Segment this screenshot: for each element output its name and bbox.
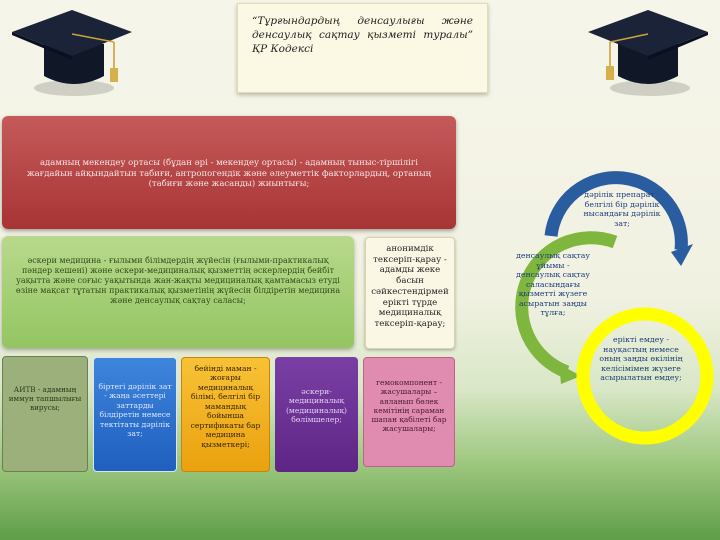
definition-box-military-units: әскери-медициналық (медициналық) бөлімше… — [275, 357, 358, 472]
definition-text: анонимдік тексеріп-қарау - адамды жеке б… — [371, 244, 449, 330]
cycle-diagram — [515, 171, 714, 445]
definition-box-anonymous-exam: анонимдік тексеріп-қарау - адамды жеке б… — [365, 237, 455, 349]
cycle-item-2: денсаулық сақтау ұйымы - денсаулық сақта… — [516, 251, 590, 317]
definition-text: гемокомпонент - жасушалары – аяланып бөл… — [371, 378, 447, 434]
cycle-ring-green — [515, 231, 618, 379]
graduation-cap-icon — [588, 10, 708, 96]
definition-text: бейінді маман - жоғары медициналық білім… — [190, 364, 261, 449]
definition-text: әскери-медициналық (медициналық) бөлімше… — [285, 387, 348, 425]
cycle-item-3: ерікті емдеу - науқастың немесе оның заң… — [599, 335, 683, 382]
definition-text: біртегі дәрілік зат - жаңа әсеттері затт… — [98, 382, 172, 439]
definition-box-hemocomponent: гемокомпонент - жасушалары – аяланып бөл… — [363, 357, 455, 467]
definition-box-hiv: АИТВ - адамның иммун тапшылығы вирусы; — [2, 356, 88, 472]
graduation-cap-icon — [12, 10, 132, 96]
definition-text: әскери медицина - ғылыми білімдердің жүй… — [15, 256, 341, 305]
cycle-item-1: дәрілік препарат - белгілі бір дәрілік н… — [583, 190, 661, 228]
cycle-ring-yellow — [576, 307, 714, 445]
definition-box-generic-drug: біртегі дәрілік зат - жаңа әсеттері затт… — [93, 357, 177, 472]
definition-box-military-medicine: әскери медицина - ғылыми білімдердің жүй… — [2, 236, 354, 348]
definition-box-specialist: бейінді маман - жоғары медициналық білім… — [181, 357, 270, 472]
definition-box-environment: адамның мекендеу ортасы (бұдан әрі - мек… — [2, 116, 456, 229]
page-title: “Тұрғындардың денсаулығы және денсаулық … — [237, 3, 488, 93]
cycle-arrow-blue — [671, 244, 693, 266]
definition-text: АИТВ - адамның иммун тапшылығы вирусы; — [8, 385, 82, 412]
cycle-arrow-green — [559, 364, 581, 384]
cycle-ring-blue — [544, 171, 688, 251]
definition-text: адамның мекендеу ортасы (бұдан әрі - мек… — [26, 158, 432, 190]
